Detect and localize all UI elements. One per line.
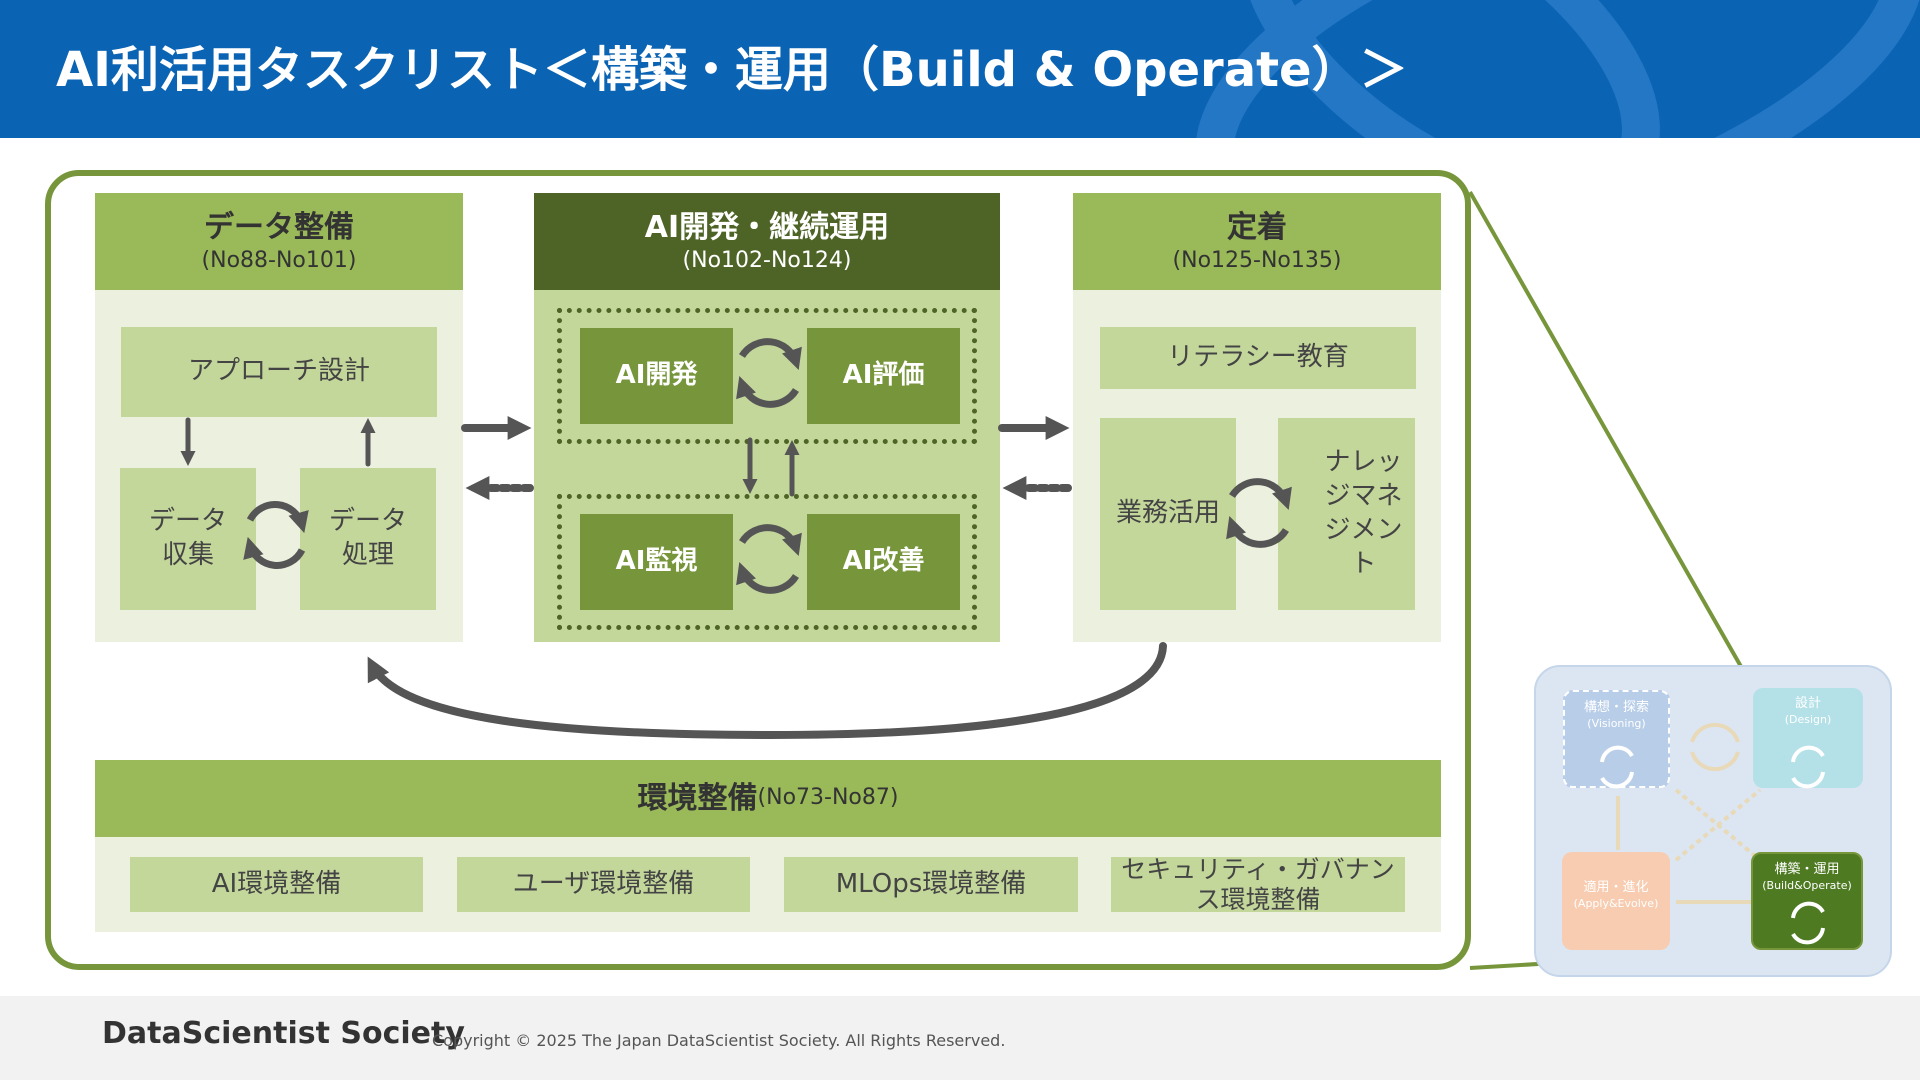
ai-dev-header: AI開発・継続運用 (No102-No124) xyxy=(534,193,1000,290)
adoption-cycle-icon xyxy=(1226,478,1292,548)
visioning-title: 構想・探索 xyxy=(1583,700,1649,715)
env-title: 環境整備 xyxy=(637,781,758,816)
monitor-improve-cycle-icon xyxy=(736,524,802,594)
apply-sub: (Apply&Evolve) xyxy=(1573,896,1659,910)
data-prep-header: データ整備 (No88-No101) xyxy=(95,193,463,290)
data-cycle-icon xyxy=(243,501,309,569)
business-use-box: 業務活用 xyxy=(1100,418,1236,610)
ai-monitor-box: AI監視 xyxy=(580,514,733,610)
approach-design-box: アプローチ設計 xyxy=(121,327,437,417)
adoption-header: 定着 (No125-No135) xyxy=(1073,193,1441,290)
data-processing-box: データ処理 xyxy=(300,468,436,610)
monitor-improve-loop-frame xyxy=(557,494,977,630)
knowledge-management-box: ナレッジマネジメント xyxy=(1278,418,1415,610)
build-sub: (Build&Operate) xyxy=(1762,878,1852,892)
header-bar xyxy=(0,0,1920,138)
apply-title: 適用・進化 xyxy=(1583,880,1649,895)
page-title: AI利活用タスクリスト＜構築・運用（Build & Operate）＞ xyxy=(56,42,1408,98)
ai-dev-box: AI開発 xyxy=(580,328,733,424)
design-title: 設計 xyxy=(1794,696,1821,711)
ai-eval-box: AI評価 xyxy=(807,328,960,424)
ai-dev-range: (No102-No124) xyxy=(682,247,852,273)
apply-evolve-node: 適用・進化 (Apply&Evolve) xyxy=(1562,852,1670,950)
ai-dev-title: AI開発・継続運用 xyxy=(644,209,890,245)
dev-eval-cycle-icon xyxy=(736,338,802,408)
footer-brand: DataScientist Society xyxy=(102,1016,465,1051)
visioning-sub: (Visioning) xyxy=(1587,716,1646,730)
data-collection-box: データ収集 xyxy=(120,468,256,610)
footer-bar xyxy=(0,996,1920,1080)
build-title: 構築・運用 xyxy=(1774,862,1840,877)
ai-improve-box: AI改善 xyxy=(807,514,960,610)
footer-copyright: Copyright © 2025 The Japan DataScientist… xyxy=(432,1031,1006,1050)
literacy-education-box: リテラシー教育 xyxy=(1100,327,1416,389)
env-header: 環境整備(No73-No87) xyxy=(95,760,1441,837)
security-governance-env-box: セキュリティ・ガバナンス環境整備 xyxy=(1111,855,1405,914)
adoption-to-data-return-arc xyxy=(367,642,1167,740)
build-operate-node: 構築・運用 (Build&Operate) xyxy=(1751,852,1863,950)
adoption-title: 定着 xyxy=(1227,209,1287,245)
design-cycle-icon xyxy=(1791,745,1825,789)
header-decoration xyxy=(1195,0,1920,138)
design-node: 設計 (Design) xyxy=(1753,688,1863,788)
visioning-cycle-icon xyxy=(1600,745,1634,789)
user-env-box: ユーザ環境整備 xyxy=(457,857,750,912)
ai-env-box: AI環境整備 xyxy=(130,857,423,912)
visioning-node: 構想・探索 (Visioning) xyxy=(1563,690,1670,788)
mlops-env-box: MLOps環境整備 xyxy=(784,857,1078,912)
data-prep-range: (No88-No101) xyxy=(201,247,357,273)
build-cycle-icon xyxy=(1791,901,1825,945)
env-range: (No73-No87) xyxy=(757,785,899,811)
build-operate-frame xyxy=(45,170,1471,970)
dev-eval-loop-frame xyxy=(557,308,977,444)
data-prep-title: データ整備 xyxy=(204,209,354,245)
design-sub: (Design) xyxy=(1784,712,1832,726)
adoption-range: (No125-No135) xyxy=(1172,247,1342,273)
